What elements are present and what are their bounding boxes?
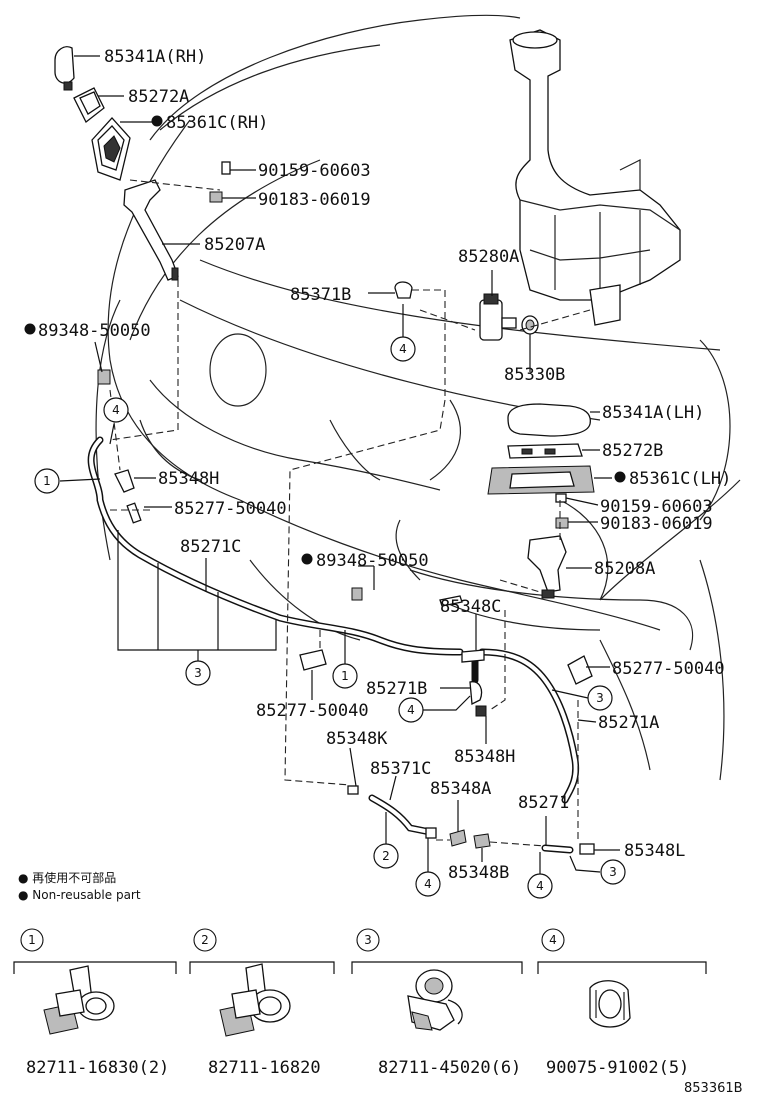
- label-89348-50050-a: 89348-50050: [38, 321, 151, 341]
- callout-1: 1: [341, 669, 349, 683]
- callout-4: 4: [399, 342, 407, 356]
- clip-2-drawing: [219, 963, 291, 1037]
- callout-1-circle: [332, 663, 358, 689]
- fittings: [97, 369, 595, 855]
- callout-3-circle: [185, 660, 211, 686]
- label-85330b: 85330B: [504, 365, 565, 385]
- label-85348b: 85348B: [448, 863, 509, 883]
- clip-panel-3-number: 3: [364, 933, 372, 947]
- label-85271b: 85271B: [366, 679, 427, 699]
- clip-4-part-number: 90075-91002(5): [546, 1058, 689, 1078]
- clip-85371b: [394, 281, 413, 299]
- label-85277-50040-a: 85277-50040: [174, 499, 287, 519]
- label-85371c: 85371C: [370, 759, 431, 779]
- callout-3-circle: [600, 859, 626, 885]
- label-85348h-a: 85348H: [158, 469, 219, 489]
- clip-panel-3-circle: [356, 928, 380, 952]
- label-85271: 85271: [518, 793, 569, 813]
- non-reusable-dot: [614, 471, 626, 483]
- clip-panel-2-circle: [193, 928, 217, 952]
- label-85272a: 85272A: [128, 87, 189, 107]
- label-85272b: 85272B: [602, 441, 663, 461]
- label-85348l: 85348L: [624, 841, 685, 861]
- callout-4-circle: [390, 336, 416, 362]
- clip-3-part-number: 82711-45020(6): [378, 1058, 521, 1078]
- label-85361c-rh: 85361C(RH): [166, 113, 268, 133]
- routing-dashes: [109, 179, 591, 847]
- label-90159-60603-a: 90159-60603: [258, 161, 371, 181]
- label-85207a: 85207A: [204, 235, 265, 255]
- clip-1-part-number: 82711-16830(2): [26, 1058, 169, 1078]
- callouts: 1 4 4 3 1 4 3 2 4 4 3: [34, 336, 626, 899]
- callout-4: 4: [112, 403, 120, 417]
- clip-2-part-number: 82711-16820: [208, 1058, 321, 1078]
- clip-panel-1-circle: [20, 928, 44, 952]
- callout-1: 1: [43, 474, 51, 488]
- label-90159-60603-b: 90159-60603: [600, 497, 713, 517]
- label-85348h-b: 85348H: [454, 747, 515, 767]
- washer-tank: [509, 29, 681, 326]
- callout-1-circle: [34, 468, 60, 494]
- callout-4-circle: [398, 697, 424, 723]
- label-85341a-lh: 85341A(LH): [602, 403, 704, 423]
- callout-4-circle: [103, 397, 129, 423]
- clip-panel-1-number: 1: [28, 933, 36, 947]
- clip-panel-4-circle: [541, 928, 565, 952]
- label-89348-50050-b: 89348-50050: [316, 551, 429, 571]
- callout-3-circle: [587, 685, 613, 711]
- label-85280a: 85280A: [458, 247, 519, 267]
- leader-lines: [59, 55, 620, 876]
- label-90183-06019-a: 90183-06019: [258, 190, 371, 210]
- label-85348k: 85348K: [326, 729, 388, 749]
- callout-2-circle: [373, 843, 399, 869]
- clip-4-drawing: [589, 980, 631, 1028]
- callout-4: 4: [424, 877, 432, 891]
- label-85277-50040-b: 85277-50040: [612, 659, 725, 679]
- clip-panel-4-number: 4: [549, 933, 557, 947]
- label-85271c: 85271C: [180, 537, 241, 557]
- non-reusable-dot: [301, 553, 313, 565]
- callout-3: 3: [194, 666, 202, 680]
- label-85348c: 85348C: [440, 597, 501, 617]
- label-85271a: 85271A: [598, 713, 659, 733]
- label-85348a: 85348A: [430, 779, 491, 799]
- callout-4-circle: [415, 871, 441, 897]
- callout-3: 3: [596, 691, 604, 705]
- label-85208a: 85208A: [594, 559, 655, 579]
- label-90183-06019-b: 90183-06019: [600, 514, 713, 534]
- clip-3-drawing: [407, 969, 463, 1031]
- legend: ● 再使用不可部品 ● Non-reusable part: [18, 870, 141, 902]
- non-reusable-dot: [151, 115, 163, 127]
- legend-japanese: ● 再使用不可部品: [18, 870, 116, 885]
- legend-english: ● Non-reusable part: [18, 888, 141, 902]
- washer-hoses: [87, 436, 580, 854]
- lh-nozzle-parts: [487, 403, 595, 599]
- clip-1-drawing: [43, 965, 115, 1035]
- callout-2: 2: [382, 849, 390, 863]
- label-85341a-rh: 85341A(RH): [104, 47, 206, 67]
- callout-4: 4: [536, 879, 544, 893]
- callout-4: 4: [407, 703, 415, 717]
- callout-3: 3: [609, 865, 617, 879]
- washer-pump: [479, 293, 539, 341]
- label-85277-50040-c: 85277-50040: [256, 701, 369, 721]
- figure-id: 853361B: [684, 1081, 743, 1096]
- non-reusable-dot: [24, 323, 36, 335]
- label-85371b: 85371B: [290, 285, 351, 305]
- callout-4-circle: [527, 873, 553, 899]
- clip-panel-2-number: 2: [201, 933, 209, 947]
- vehicle-body-outline: [95, 14, 741, 781]
- label-85361c-lh: 85361C(LH): [629, 469, 731, 489]
- part-labels: 85341A(RH) 85272A 85361C(RH) 90159-60603…: [24, 47, 731, 883]
- clip-panels: 1 82711-16830(2) 2 82711-16820 3: [13, 928, 707, 1078]
- rh-nozzle-parts: [54, 46, 231, 281]
